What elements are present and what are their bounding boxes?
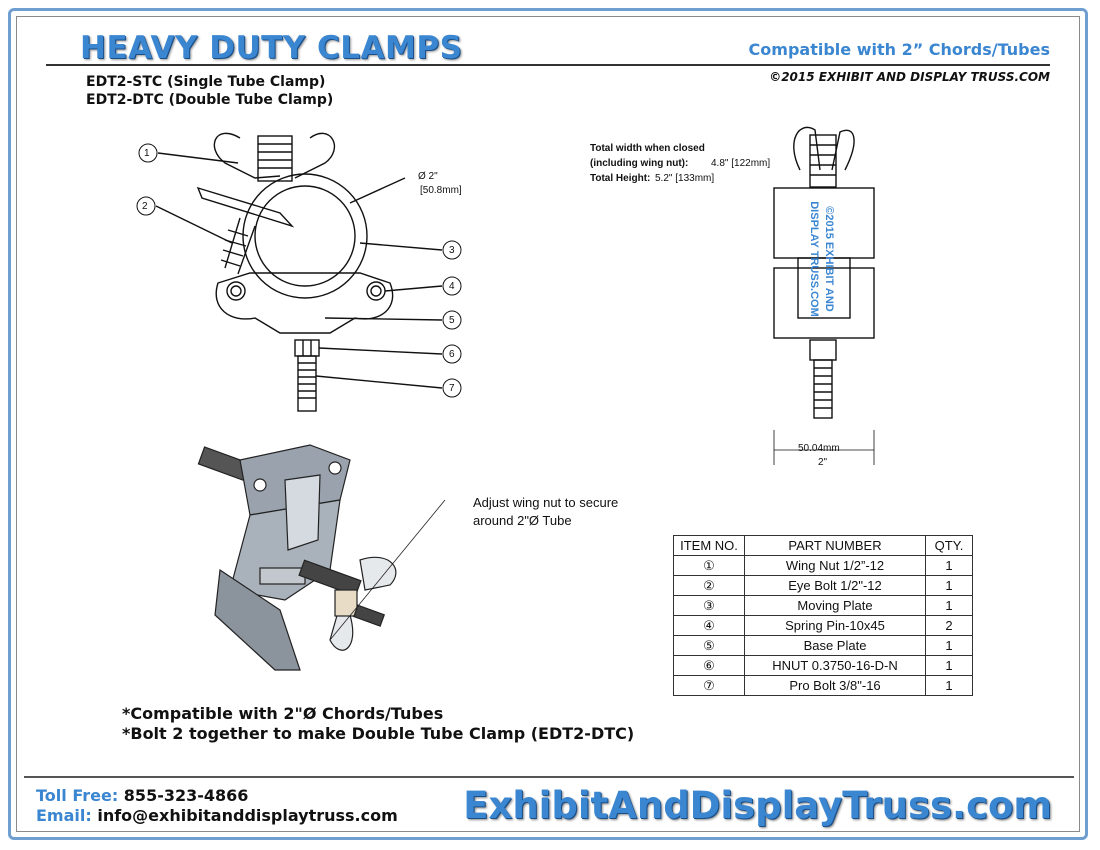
footer-rule <box>24 776 1074 778</box>
diameter-label: Ø 2" <box>418 171 438 182</box>
cell-qty: 2 <box>925 615 973 636</box>
cell-item: ⑤ <box>673 635 745 656</box>
toll-free-label: Toll Free: <box>36 786 119 805</box>
cell-item: ① <box>673 555 745 576</box>
base-width-mm: 50.04mm <box>798 443 840 454</box>
cell-qty: 1 <box>925 595 973 616</box>
cell-qty: 1 <box>925 655 973 676</box>
compat-note: *Compatible with 2"Ø Chords/Tubes <box>122 704 444 723</box>
cell-part: Base Plate <box>744 635 926 656</box>
cell-item: ④ <box>673 615 745 636</box>
double-clamp-note: *Bolt 2 together to make Double Tube Cla… <box>122 724 635 743</box>
title-rule <box>46 64 1050 66</box>
callout-4: 4 <box>449 281 455 292</box>
header-item-no: ITEM NO. <box>673 535 745 556</box>
isometric-view-drawing <box>197 444 446 671</box>
toll-free: Toll Free: 855-323-4866 <box>36 786 248 805</box>
email-link[interactable]: info@exhibitanddisplaytruss.com <box>97 806 398 825</box>
cell-part: HNUT 0.3750-16-D-N <box>744 655 926 676</box>
cell-part: Moving Plate <box>744 595 926 616</box>
callout-1: 1 <box>144 148 150 159</box>
adjust-note-line-1: Adjust wing nut to secure <box>473 495 619 510</box>
side-view-drawing <box>773 126 875 465</box>
callout-5: 5 <box>449 315 455 326</box>
email-label: Email: <box>36 806 92 825</box>
table-header-row: ITEM NO. PART NUMBER QTY. <box>673 535 973 556</box>
watermark: ©2015 EXHIBIT AND DISPLAY TRUSS.COM <box>808 201 835 317</box>
header-qty: QTY. <box>925 535 973 556</box>
cell-qty: 1 <box>925 555 973 576</box>
header-part-number: PART NUMBER <box>744 535 926 556</box>
front-view-drawing <box>136 132 462 412</box>
cell-item: ③ <box>673 595 745 616</box>
toll-free-number[interactable]: 855-323-4866 <box>123 786 249 805</box>
model-double: EDT2-DTC (Double Tube Clamp) <box>86 92 334 108</box>
cell-qty: 1 <box>925 635 973 656</box>
adjust-note-line-2: around 2"Ø Tube <box>473 512 572 528</box>
cell-part: Pro Bolt 3/8"-16 <box>744 675 926 696</box>
callout-2: 2 <box>142 201 148 212</box>
inner-frame <box>16 16 1080 832</box>
copyright: ©2015 EXHIBIT AND DISPLAY TRUSS.COM <box>769 70 1050 84</box>
diameter-mm-label: [50.8mm] <box>420 185 462 196</box>
adjust-note: Adjust wing nut to secure around 2"Ø Tub… <box>473 494 618 529</box>
callout-3: 3 <box>449 245 455 256</box>
page-title: HEAVY DUTY CLAMPS <box>80 30 463 66</box>
height-value: 5.2" [133mm] <box>655 173 715 184</box>
width-value: 4.8" [122mm] <box>711 158 771 169</box>
cell-part: Wing Nut 1/2”-12 <box>744 555 926 576</box>
cell-item: ⑥ <box>673 655 745 676</box>
website-link[interactable]: ExhibitAndDisplayTruss.com <box>463 784 1052 827</box>
cell-part: Eye Bolt 1/2"-12 <box>744 575 926 596</box>
cell-qty: 1 <box>925 575 973 596</box>
height-label: Total Height: <box>590 173 651 184</box>
width-label-1: Total width when closed <box>590 143 705 154</box>
cell-qty: 1 <box>925 675 973 696</box>
outer-frame <box>8 8 1088 840</box>
cell-item: ② <box>673 575 745 596</box>
cell-part: Spring Pin-10x45 <box>744 615 926 636</box>
compat-header: Compatible with 2” Chords/Tubes <box>748 40 1050 59</box>
model-single: EDT2-STC (Single Tube Clamp) <box>86 74 326 90</box>
callout-7: 7 <box>449 383 455 394</box>
cell-item: ⑦ <box>673 675 745 696</box>
width-label-2: (including wing nut): <box>590 158 689 169</box>
base-width-in: 2" <box>818 457 828 468</box>
email: Email: info@exhibitanddisplaytruss.com <box>36 806 398 825</box>
callout-6: 6 <box>449 349 455 360</box>
